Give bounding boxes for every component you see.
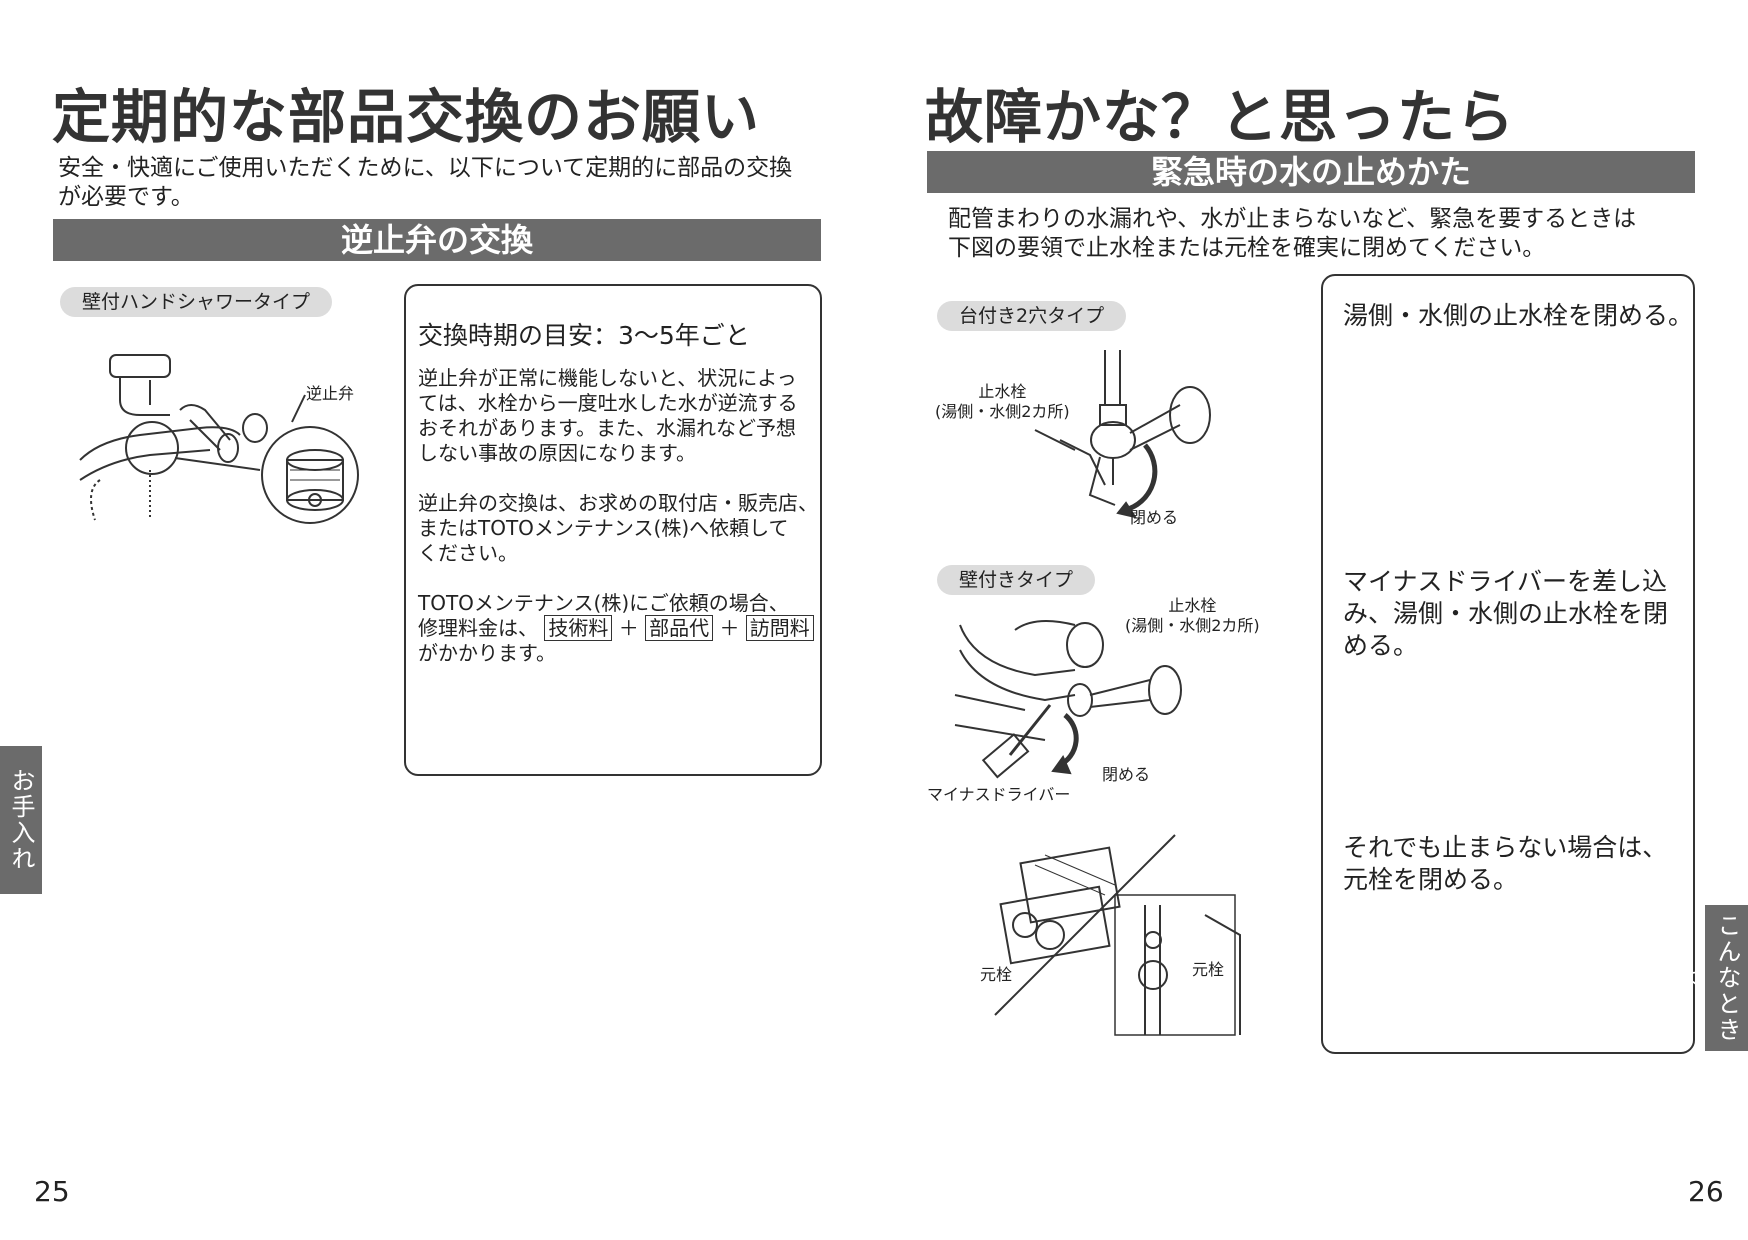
replacement-period-heading: 交換時期の目安：3〜5年ごと [418, 321, 750, 350]
section-bar-check-valve: 逆止弁の交換 [53, 219, 821, 261]
fee-line: 修理料金は、 技術料 ＋ 部品代 ＋ 訪問料 [418, 615, 814, 641]
step-2: マイナスドライバーを差し込 み、湯側・水側の止水栓を閉 める。 [1343, 567, 1669, 660]
replacement-para-2: 逆止弁の交換は、お求めの取付店・販売店、 またはTOTOメンテナンス(株)へ依頼… [418, 491, 818, 565]
intro-text-right: 配管まわりの水漏れや、水が止まらないなど、緊急を要するときは 下図の要領で止水栓… [948, 206, 1637, 261]
replacement-para-1: 逆止弁が正常に機能しないと、状況によっ ては、水栓から一度吐水した水が逆流する … [418, 366, 798, 465]
fee-parts: 部品代 [645, 615, 714, 641]
type-pill-wall-mounted: 壁付きタイプ [937, 565, 1096, 595]
type-pill-deck-two-hole: 台付き2穴タイプ [937, 301, 1127, 331]
plus-sign: ＋ [618, 616, 639, 640]
intro-text-left: 安全・快適にご使用いただくために、以下について定期的に部品の交換 が必要です。 [58, 155, 793, 210]
replacement-para-3: TOTOメンテナンス(株)にご依頼の場合、 [418, 591, 789, 615]
page-title-right: 故障かな？と思ったら [925, 83, 1516, 151]
deck-valve-illustration [1030, 345, 1250, 525]
page-title-left: 定期的な部品交換のお願い [52, 83, 761, 151]
step-3: それでも止まらない場合は、 元栓を閉める。 [1343, 833, 1668, 894]
fee-prefix: 修理料金は、 [418, 616, 538, 640]
type-pill-wall-hand-shower: 壁付ハンドシャワータイプ [60, 287, 333, 317]
replacement-info-box: 交換時期の目安：3〜5年ごと 逆止弁が正常に機能しないと、状況によっ ては、水栓… [404, 284, 822, 776]
step-1: 湯側・水側の止水栓を閉める。 [1343, 301, 1694, 330]
wall-valve-drawing [954, 620, 1182, 779]
fig2-screwdriver-label: マイナスドライバー [927, 785, 1071, 804]
section-bar-emergency-stop: 緊急時の水の止めかた [927, 151, 1695, 193]
plus-sign: ＋ [719, 616, 740, 640]
fig2-close-label: 閉める [1102, 765, 1151, 784]
fee-visit: 訪問料 [745, 615, 814, 641]
wall-valve-illustration [954, 605, 1205, 785]
steps-box: 湯側・水側の止水栓を閉める。 マイナスドライバーを差し込 み、湯側・水側の止水栓… [1321, 274, 1695, 1054]
fig3-main-valve-label-right: 元栓 [1192, 960, 1225, 979]
side-tab-care[interactable]: お手入れ [0, 746, 42, 894]
check-valve-illustration [79, 340, 380, 540]
page-number-right: 26 [1688, 1175, 1724, 1208]
fee-suffix: がかかります。 [418, 641, 556, 665]
page-number-left: 25 [34, 1175, 70, 1208]
fee-technical: 技術料 [544, 615, 613, 641]
fig1-stop-valve-label: 止水栓 (湯側・水側2カ所) [935, 382, 1070, 421]
faucet-drawing [79, 354, 359, 524]
side-tab-troubleshooting[interactable]: こんなときは [1670, 905, 1748, 1051]
main-valve-drawing [994, 834, 1241, 1036]
deck-valve-drawing [1034, 350, 1211, 519]
fig3-main-valve-label-left: 元栓 [980, 965, 1013, 984]
fig2-stop-valve-label: 止水栓 (湯側・水側2カ所) [1125, 596, 1260, 635]
check-valve-label: 逆止弁 [306, 384, 355, 403]
fig1-close-label: 閉める [1130, 508, 1179, 527]
main-valve-illustration [975, 834, 1245, 1036]
